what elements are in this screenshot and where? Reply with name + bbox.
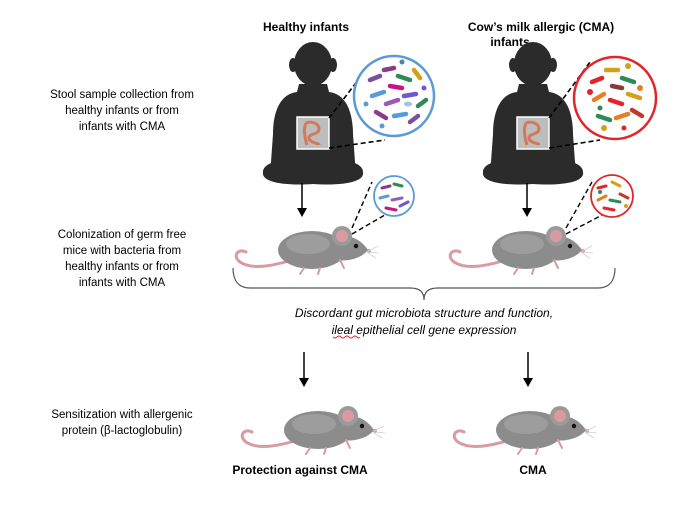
step-colonization-line3: healthy infants or from <box>65 261 179 273</box>
cma-microbiota-circle <box>572 55 658 141</box>
healthy-mouse-zoom-line-bottom <box>351 211 391 235</box>
step-colonization-label: Colonization of germ free mice with bact… <box>58 229 186 289</box>
step-stool-label: Stool sample collection from healthy inf… <box>50 89 194 133</box>
comparison-bracket <box>232 267 616 301</box>
healthy-infant-silhouette <box>262 42 364 185</box>
cma-gut-icon <box>515 115 551 151</box>
cma-column-title-line2: infants <box>490 35 530 49</box>
step-colonization-line1: Colonization of germ free <box>58 229 186 241</box>
healthy-zoom-line-bottom <box>328 139 386 149</box>
cma-mouse-microbiota-circle <box>590 174 634 218</box>
spellcheck-underline <box>332 335 361 339</box>
step-sensitization-line1: Sensitization with allergenic <box>51 409 193 421</box>
healthy-column-title: Healthy infants <box>263 20 349 34</box>
finding-line1: Discordant gut microbiota structure and … <box>295 306 553 320</box>
cma-arrow-1 <box>522 183 532 217</box>
finding-line2: ileal epithelial cell gene expression <box>332 323 517 337</box>
finding-line2-rest: epithelial cell gene expression <box>353 323 517 337</box>
cma-infant-silhouette <box>482 42 584 185</box>
healthy-sensitized-mouse <box>240 404 387 456</box>
healthy-mouse-microbiota-circle <box>373 175 415 217</box>
finding-line2-word: ileal <box>332 323 354 337</box>
step-sensitization-line2: protein (β-lactoglobulin) <box>62 425 183 437</box>
healthy-microbiota-circle <box>352 54 436 138</box>
step-stool-line3: infants with CMA <box>79 121 166 133</box>
step-colonization-line2: mice with bacteria from <box>63 245 181 257</box>
cma-arrow-2 <box>523 352 533 387</box>
healthy-colonized-mouse <box>234 224 381 276</box>
step-colonization-line4: infants with CMA <box>79 277 166 289</box>
cma-outcome-label: CMA <box>519 463 547 477</box>
step-stool-line1: Stool sample collection from <box>50 89 194 101</box>
healthy-mouse-zoom-line-top <box>351 181 373 229</box>
step-sensitization-label: Sensitization with allergenic protein (β… <box>51 409 193 437</box>
cma-sensitized-mouse <box>452 404 599 456</box>
cma-zoom-line-bottom <box>548 139 601 149</box>
cma-mouse-zoom-line-bottom <box>565 213 605 235</box>
healthy-arrow-2 <box>299 352 309 387</box>
healthy-arrow-1 <box>297 183 307 217</box>
cma-mouse-zoom-line-top <box>565 181 593 229</box>
healthy-outcome-label: Protection against CMA <box>232 463 368 477</box>
cma-colonized-mouse <box>448 224 595 276</box>
healthy-gut-icon <box>295 115 331 151</box>
step-stool-line2: healthy infants or from <box>65 105 179 117</box>
cma-column-title-line1: Cow’s milk allergic (CMA) <box>468 20 614 34</box>
